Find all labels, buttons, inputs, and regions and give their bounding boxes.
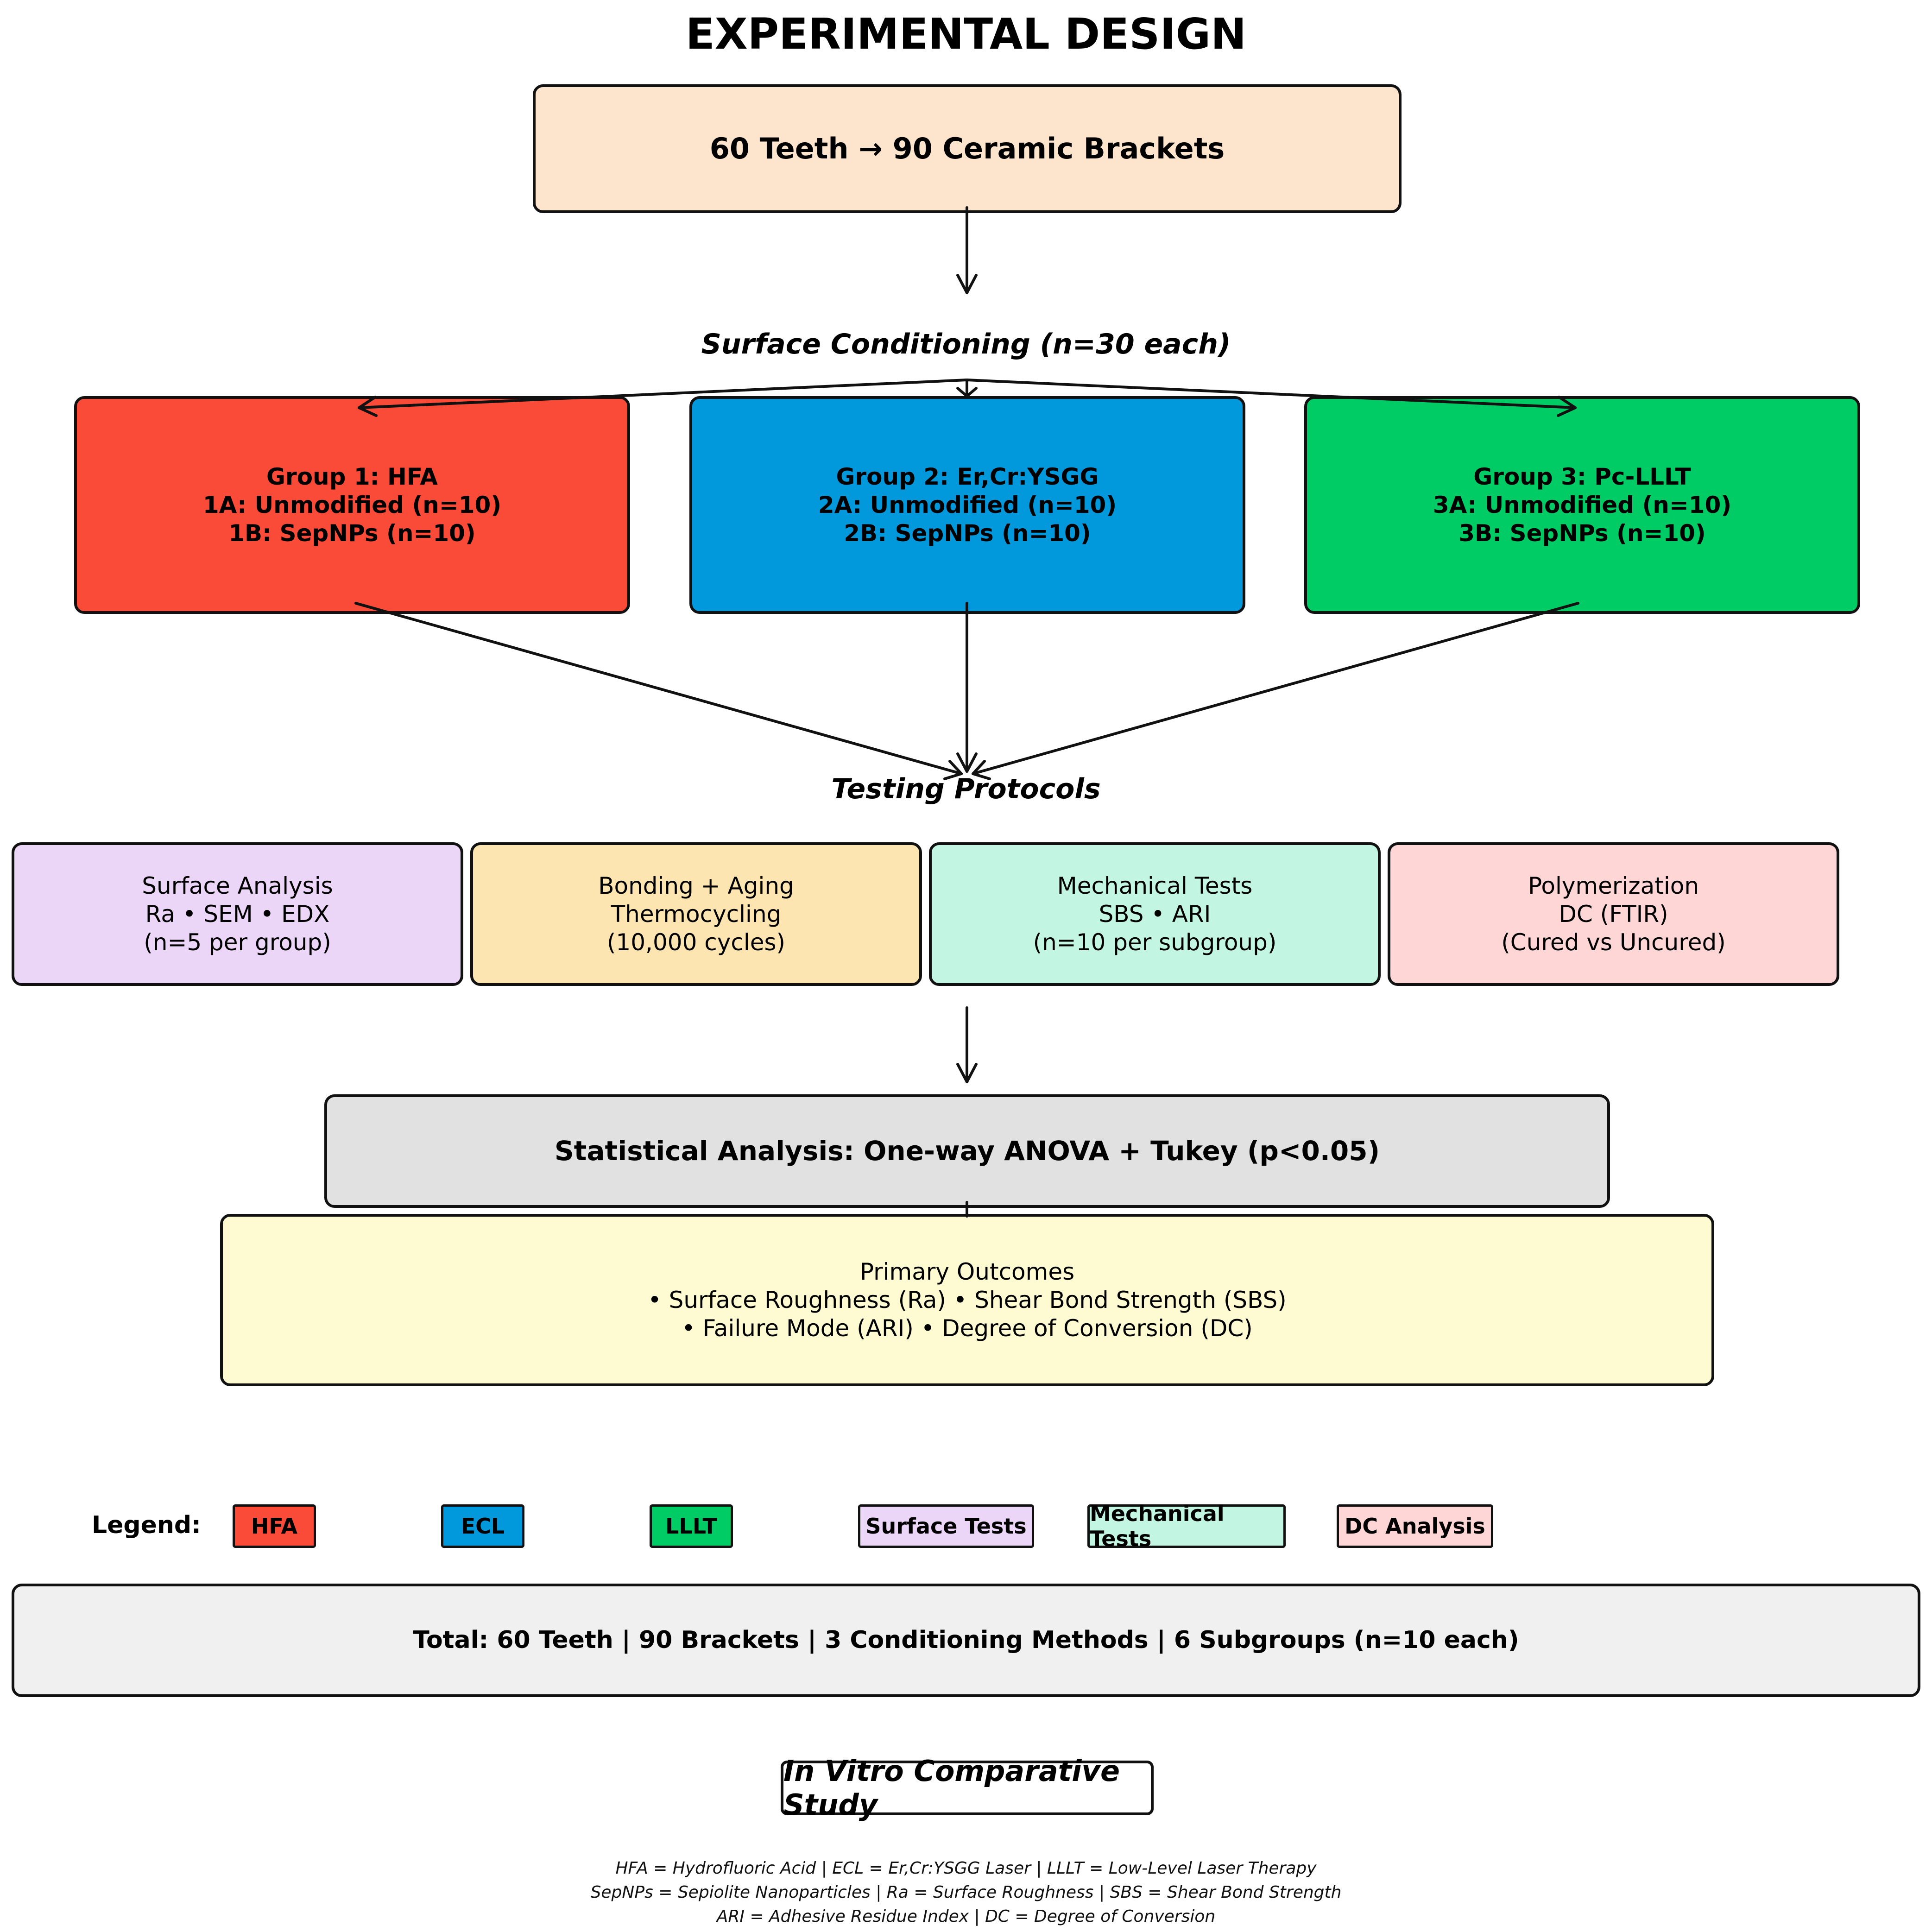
group-3-subgroup-b: 3B: SepNPs (n=10): [1458, 519, 1706, 547]
outcomes-box: Primary Outcomes • Surface Roughness (Ra…: [220, 1214, 1714, 1386]
group-2-title: Group 2: Er,Cr:YSGG: [836, 463, 1099, 490]
test-4-line-2: DC (FTIR): [1559, 900, 1668, 928]
legend-item-dc-analysis: DC Analysis: [1337, 1504, 1493, 1548]
test-box-bonding: Bonding + Aging Thermocycling (10,000 cy…: [470, 842, 922, 986]
top-box-text: 60 Teeth → 90 Ceramic Brackets: [709, 132, 1225, 166]
stats-box-text: Statistical Analysis: One-way ANOVA + Tu…: [554, 1135, 1380, 1167]
arrow-to-group-1: [358, 379, 968, 409]
test-2-line-2: Thermocycling: [611, 900, 782, 928]
group-1-subgroup-a: 1A: Unmodified (n=10): [202, 491, 502, 518]
test-1-line-3: (n=5 per group): [144, 928, 331, 956]
legend-label: Legend:: [92, 1511, 201, 1539]
testing-label: Testing Protocols: [831, 773, 1101, 805]
arrowhead-group-3-testing: [972, 760, 991, 780]
test-1-line-2: Ra • SEM • EDX: [145, 900, 330, 928]
legend-item-surface-tests: Surface Tests: [858, 1504, 1034, 1548]
legend-item-lllt: LLLT: [650, 1504, 733, 1548]
test-3-line-1: Mechanical Tests: [1057, 872, 1253, 899]
test-box-mechanical: Mechanical Tests SBS • ARI (n=10 per sub…: [929, 842, 1381, 986]
test-1-line-1: Surface Analysis: [142, 872, 333, 899]
test-2-line-1: Bonding + Aging: [598, 872, 794, 899]
arrowhead-group-1: [358, 396, 378, 417]
group-2-subgroup-a: 2A: Unmodified (n=10): [818, 491, 1117, 518]
footnote-line-3: ARI = Adhesive Residue Index | DC = Degr…: [716, 1907, 1216, 1926]
test-3-line-2: SBS • ARI: [1099, 900, 1211, 928]
diagram-title: EXPERIMENTAL DESIGN: [685, 9, 1247, 59]
test-box-surface: Surface Analysis Ra • SEM • EDX (n=5 per…: [12, 842, 463, 986]
conditioning-label: Surface Conditioning (n=30 each): [701, 328, 1231, 360]
test-3-line-3: (n=10 per subgroup): [1033, 928, 1277, 956]
arrow-group-1-to-testing: [354, 602, 963, 775]
outcomes-line-1: • Surface Roughness (Ra) • Shear Bond St…: [648, 1286, 1287, 1313]
legend-item-mechanical-tests: Mechanical Tests: [1087, 1501, 1286, 1551]
arrow-to-group-3: [966, 379, 1577, 409]
arrowhead-top-to-conditioning: [956, 274, 978, 294]
test-box-polymerization: Polymerization DC (FTIR) (Cured vs Uncur…: [1388, 842, 1839, 986]
footnote-line-1: HFA = Hydrofluoric Acid | ECL = Er,Cr:YS…: [615, 1859, 1317, 1878]
arrowhead-tests-to-stats: [956, 1063, 978, 1083]
footnote-line-2: SepNPs = Sepiolite Nanoparticles | Ra = …: [590, 1883, 1342, 1902]
test-4-line-3: (Cured vs Uncured): [1501, 928, 1726, 956]
outcomes-line-2: • Failure Mode (ARI) • Degree of Convers…: [682, 1314, 1253, 1342]
test-2-line-3: (10,000 cycles): [606, 928, 786, 956]
outcomes-title: Primary Outcomes: [859, 1258, 1075, 1285]
group-1-title: Group 1: HFA: [266, 463, 438, 490]
footnotes: HFA = Hydrofluoric Acid | ECL = Er,Cr:YS…: [0, 1856, 1932, 1929]
group-3-subgroup-a: 3A: Unmodified (n=10): [1433, 491, 1732, 518]
group-1-subgroup-b: 1B: SepNPs (n=10): [228, 519, 476, 547]
arrowhead-group-2: [956, 387, 978, 398]
study-label-text: In Vitro Comparative Study: [783, 1754, 1120, 1822]
arrowhead-group-2-testing: [956, 752, 978, 773]
top-box: 60 Teeth → 90 Ceramic Brackets: [533, 84, 1402, 213]
legend-item-ecl: ECL: [441, 1504, 524, 1548]
arrowhead-group-1-testing: [943, 760, 963, 780]
group-box-3: Group 3: Pc-LLLT 3A: Unmodified (n=10) 3…: [1304, 396, 1860, 614]
legend-item-hfa: HFA: [233, 1504, 316, 1548]
group-3-title: Group 3: Pc-LLLT: [1473, 463, 1691, 490]
group-box-1: Group 1: HFA 1A: Unmodified (n=10) 1B: S…: [74, 396, 630, 614]
arrow-group-3-to-testing: [972, 602, 1579, 775]
total-box: Total: 60 Teeth | 90 Brackets | 3 Condit…: [12, 1584, 1920, 1697]
total-box-text: Total: 60 Teeth | 90 Brackets | 3 Condit…: [413, 1626, 1519, 1654]
study-label: In Vitro Comparative Study: [781, 1754, 1154, 1822]
test-4-line-1: Polymerization: [1528, 872, 1699, 899]
arrowhead-group-3: [1557, 396, 1577, 417]
group-2-subgroup-b: 2B: SepNPs (n=10): [844, 519, 1091, 547]
